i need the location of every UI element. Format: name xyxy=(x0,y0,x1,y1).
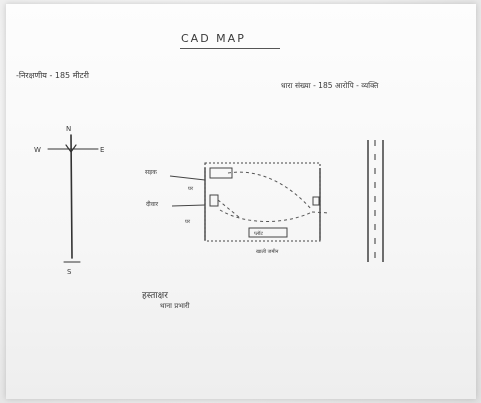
compass-east: E xyxy=(100,146,104,154)
path-diag xyxy=(217,199,241,219)
left-pointers xyxy=(169,175,206,207)
compass-arrow-icon xyxy=(65,144,77,154)
compass-vertical-line xyxy=(70,134,73,259)
road-top-label: सड़क xyxy=(145,169,157,176)
site-outline xyxy=(204,162,321,242)
signature-role: थाना प्रभारी xyxy=(160,302,190,310)
path-right xyxy=(311,211,331,214)
compass-north: N xyxy=(66,125,71,133)
document-title: CAD MAP xyxy=(181,32,246,45)
right-note: धारा संख्या - 185 आरोपि - व्यक्ति xyxy=(281,81,379,90)
compass-south: S xyxy=(67,268,72,276)
compass xyxy=(47,134,99,263)
right-box xyxy=(312,196,320,206)
left-mid-label: दीवार xyxy=(146,200,159,208)
compass-west: W xyxy=(34,146,41,154)
movement-paths xyxy=(217,171,331,222)
signature: हस्ताक्षर xyxy=(142,291,168,301)
paper-sheet xyxy=(6,4,476,399)
left-small-label-b: घर xyxy=(185,219,191,225)
left-small-label-a: घर xyxy=(188,186,194,192)
title-underline xyxy=(180,48,280,49)
path-top xyxy=(227,171,313,211)
road-right xyxy=(367,140,384,262)
top-left-box xyxy=(209,167,233,179)
bottom-caption: खाली जमीन xyxy=(256,248,279,255)
bottom-box xyxy=(248,227,288,238)
left-box xyxy=(209,194,219,207)
left-note: -निरक्षणीय - 185 मीटरी xyxy=(16,71,89,80)
path-bottom xyxy=(219,209,313,222)
bottom-box-label: प्लॉट xyxy=(254,230,263,237)
